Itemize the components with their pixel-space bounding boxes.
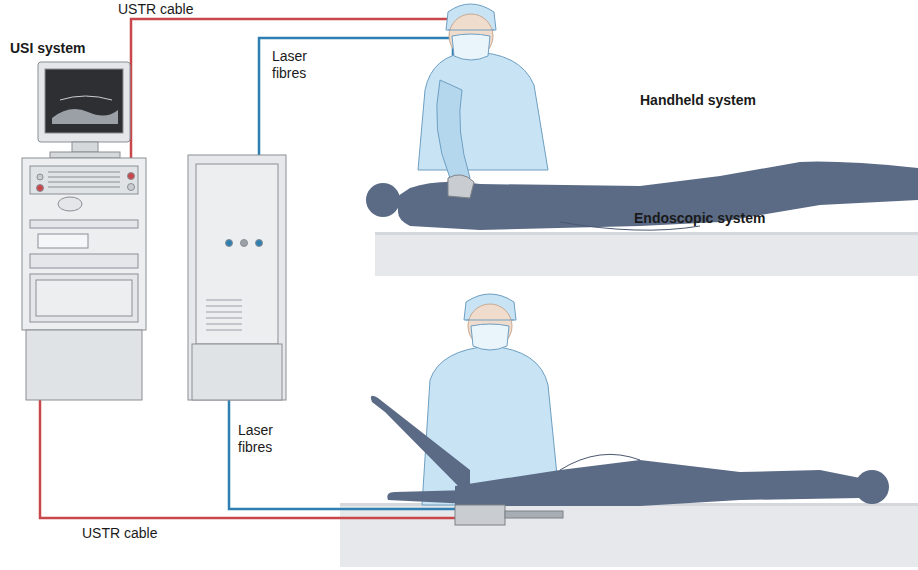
trackball xyxy=(58,197,82,211)
head xyxy=(855,470,889,504)
cable-port xyxy=(128,173,135,180)
cable-port xyxy=(37,174,43,180)
laser-base xyxy=(192,344,282,400)
ustr-cable xyxy=(131,19,462,192)
bed-surface xyxy=(340,503,918,567)
bed-bottom xyxy=(340,503,918,567)
usi-machine xyxy=(22,62,146,400)
fibre-port xyxy=(256,240,263,247)
handheld-probe xyxy=(448,175,474,198)
console-base xyxy=(26,330,142,400)
vent-slots xyxy=(206,300,242,330)
vent-slot xyxy=(206,318,242,319)
cable-port xyxy=(37,185,44,192)
ultrasound-image xyxy=(60,96,112,100)
key-rows xyxy=(48,172,120,187)
key-row xyxy=(48,177,120,178)
fibre-label: Laser fibres xyxy=(238,422,284,456)
drawer xyxy=(30,254,138,268)
console-body xyxy=(22,158,146,330)
laser-unit xyxy=(188,155,286,400)
vent-slot xyxy=(206,324,242,325)
body xyxy=(398,162,918,230)
endoscope-handle xyxy=(455,505,505,525)
bed-surface xyxy=(375,232,918,276)
mask xyxy=(452,34,490,60)
vent-slot xyxy=(206,306,242,307)
cable-label: USTR cable xyxy=(82,525,157,542)
key-row xyxy=(48,172,120,173)
monitor-stand xyxy=(72,142,98,152)
ultrasound-image xyxy=(52,109,118,124)
key-row xyxy=(48,187,120,188)
raised-leg xyxy=(371,396,470,498)
probe xyxy=(448,175,474,198)
key-row xyxy=(48,182,120,183)
drawer xyxy=(38,234,88,248)
cabinet-door xyxy=(30,274,138,322)
cable-port xyxy=(128,184,135,191)
body xyxy=(455,460,860,506)
fibre-port xyxy=(241,240,248,247)
cabinet-panel xyxy=(36,280,132,316)
cap-band xyxy=(466,320,514,321)
vent-slot xyxy=(206,330,242,331)
vent-slot xyxy=(206,300,242,301)
bed-top xyxy=(375,232,918,276)
knee-outline xyxy=(560,454,640,470)
head xyxy=(366,183,400,217)
system-label: Endoscopic system xyxy=(634,210,766,227)
monitor-frame xyxy=(38,62,130,142)
system-label: Handheld system xyxy=(640,92,756,109)
laser-cabinet xyxy=(188,155,286,400)
control-panel xyxy=(30,166,138,194)
fibre-label: Laser fibres xyxy=(272,48,318,82)
arm xyxy=(437,80,470,178)
leg xyxy=(387,490,470,504)
monitor-base xyxy=(50,152,120,158)
cable-label: USTR cable xyxy=(118,1,193,18)
monitor-screen xyxy=(45,69,123,133)
bed-edge xyxy=(375,232,918,235)
laser-panel xyxy=(196,164,278,344)
vent-slot xyxy=(206,312,242,313)
mask xyxy=(471,324,509,350)
drawer xyxy=(30,220,138,228)
system-label: USI system xyxy=(10,40,85,57)
endoscope xyxy=(455,505,563,525)
patient-top xyxy=(366,162,918,231)
patient-bottom xyxy=(371,396,889,506)
cap-band xyxy=(448,30,494,31)
endoscope-shaft xyxy=(505,511,563,518)
surgeon-top xyxy=(418,4,548,193)
fibre-port xyxy=(226,240,233,247)
